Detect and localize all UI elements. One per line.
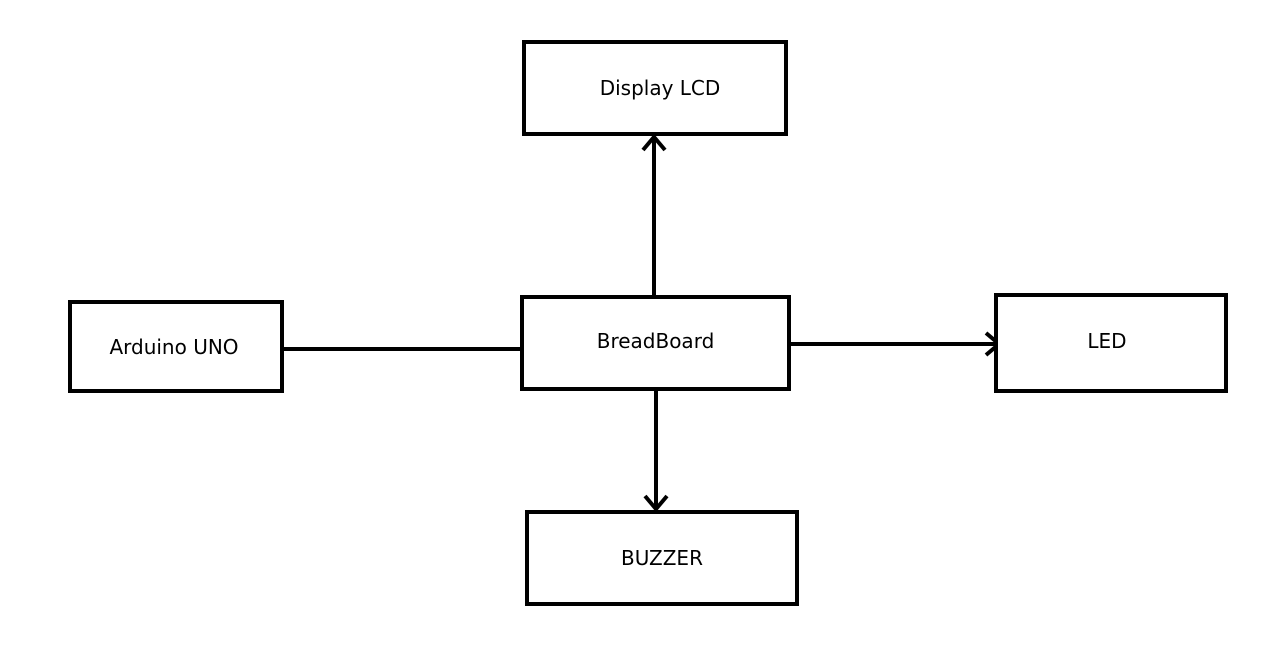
node-label-buzzer: BUZZER (621, 546, 703, 570)
node-label-display-lcd: Display LCD (599, 76, 721, 100)
arrowhead-buzzer (643, 494, 669, 513)
node-arduino-uno: Arduino UNO (68, 300, 284, 393)
node-led: LED (994, 293, 1228, 393)
node-breadboard: BreadBoard (520, 295, 791, 391)
node-buzzer: BUZZER (525, 510, 799, 606)
node-label-led: LED (1087, 329, 1127, 353)
node-label-arduino-uno: Arduino UNO (109, 334, 239, 359)
node-label-breadboard: BreadBoard (596, 329, 715, 353)
node-display-lcd: Display LCD (522, 40, 788, 136)
arrowhead-display-lcd (641, 133, 667, 152)
